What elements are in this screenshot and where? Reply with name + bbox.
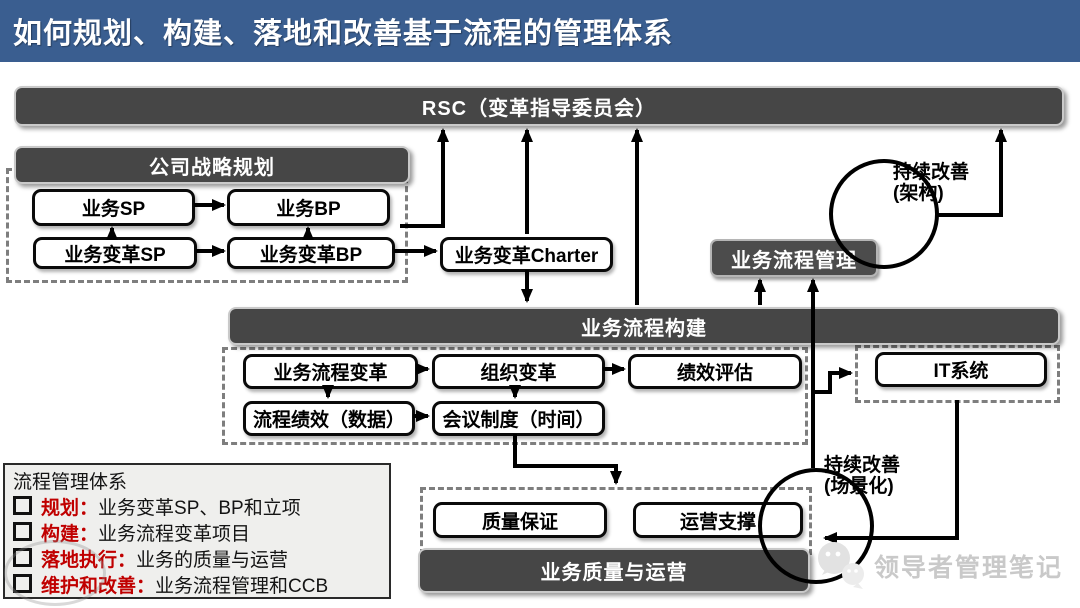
- node-process-management: 业务流程管理: [710, 239, 878, 277]
- node-strategy-header: 公司战略规划: [14, 146, 410, 184]
- node-quality-ops-header: 业务质量与运营: [418, 548, 810, 593]
- checkbox-icon: [13, 496, 32, 515]
- node-process-perf: 流程绩效（数据）: [243, 401, 415, 436]
- node-biz-change-bp: 业务变革BP: [227, 237, 395, 269]
- checkbox-icon: [13, 522, 32, 541]
- watermark: 领导者管理笔记: [812, 538, 1063, 594]
- faint-stamp-watermark: [4, 540, 106, 606]
- arrow-branch-to-it: [813, 367, 853, 394]
- watermark-text: 领导者管理笔记: [874, 554, 1064, 582]
- node-rsc-committee: RSC（变革指导委员会）: [14, 86, 1064, 126]
- label-continuous-improvement-architecture: 持续改善 (架构): [893, 162, 970, 204]
- page-title: 如何规划、构建、落地和改善基于流程的管理体系: [13, 18, 674, 50]
- title-bar: 如何规划、构建、落地和改善基于流程的管理体系: [0, 0, 1080, 62]
- node-biz-sp: 业务SP: [32, 189, 195, 226]
- node-org-change: 组织变革: [432, 354, 605, 389]
- wechat-icon: [818, 542, 864, 589]
- node-quality-assurance: 质量保证: [433, 502, 607, 538]
- node-perf-eval: 绩效评估: [628, 354, 802, 389]
- node-biz-change-sp: 业务变革SP: [33, 237, 197, 269]
- node-ops-support: 运营支撑: [633, 502, 803, 538]
- node-it-system: IT系统: [875, 352, 1047, 387]
- node-process-change: 业务流程变革: [243, 354, 418, 389]
- node-build-header: 业务流程构建: [228, 307, 1060, 345]
- node-biz-bp: 业务BP: [227, 189, 390, 226]
- node-meeting-system: 会议制度（时间）: [432, 401, 605, 436]
- legend-title: 流程管理体系: [13, 472, 128, 493]
- legend-item-build: 构建：业务流程变革项目: [13, 522, 381, 548]
- label-continuous-improvement-scenario: 持续改善 (场景化): [824, 455, 901, 497]
- legend-item-plan: 规划：业务变革SP、BP和立项: [13, 496, 381, 522]
- node-change-charter: 业务变革Charter: [440, 237, 613, 272]
